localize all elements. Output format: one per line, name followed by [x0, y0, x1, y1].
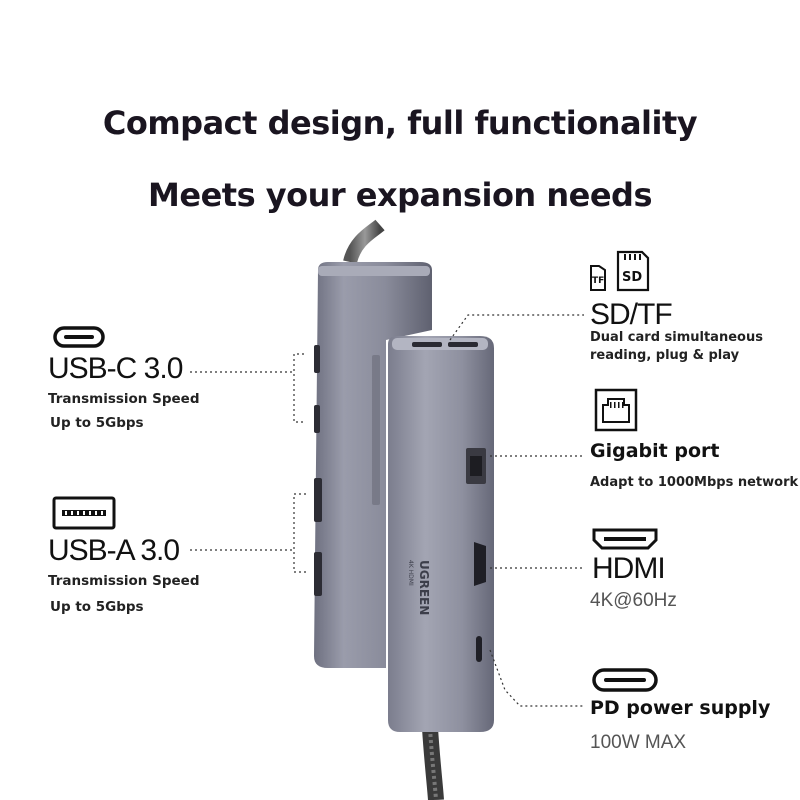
usb-c-speed-value: Up to 5Gbps [50, 415, 144, 431]
leader-lines-left [190, 353, 306, 573]
sd-tf-desc-1: Dual card simultaneous [590, 330, 763, 345]
usb-c-speed-label: Transmission Speed [48, 391, 200, 407]
hdmi-title: HDMI [592, 552, 666, 585]
cable-bottom [422, 727, 444, 800]
hdmi-desc: 4K@60Hz [590, 590, 677, 611]
sd-tf-title: SD/TF [590, 298, 673, 331]
hub-body-front [388, 336, 494, 732]
usb-a-title: USB-A 3.0 [48, 534, 180, 567]
ethernet-desc: Adapt to 1000Mbps network [590, 475, 799, 490]
headline-line-1: Compact design, full functionality [102, 104, 698, 142]
cable-top [343, 219, 385, 265]
ethernet-title: Gigabit port [590, 440, 720, 462]
pd-desc: 100W MAX [590, 732, 687, 753]
pd-usb-c-icon [592, 668, 658, 692]
usb-a-icon [52, 496, 116, 530]
device-model: 4K HDMI [407, 560, 414, 586]
usb-c-title: USB-C 3.0 [48, 352, 183, 385]
sd-label: SD [622, 270, 643, 285]
ethernet-port-icon [594, 388, 638, 432]
usb-a-port-1 [314, 478, 322, 522]
tf-label: TF [592, 276, 605, 286]
sd-tf-card-icon [590, 250, 650, 292]
hdmi-port-icon [592, 528, 658, 550]
usb-a-speed-label: Transmission Speed [48, 573, 200, 589]
hdmi-port [474, 542, 486, 586]
hub-body-back [314, 262, 432, 668]
headline-line-2: Meets your expansion needs [148, 176, 652, 214]
sd-slot [448, 342, 478, 347]
sd-tf-desc-2: reading, plug & play [590, 348, 740, 363]
usb-a-port-2 [314, 552, 322, 596]
device-brand: UGREEN [417, 560, 431, 615]
usb-a-speed-value: Up to 5Gbps [50, 599, 144, 615]
pd-title: PD power supply [590, 697, 771, 719]
usb-c-port-1 [314, 345, 320, 373]
leader-lines-right [449, 314, 584, 707]
usb-c-port-2 [314, 405, 320, 433]
usb-c-icon [53, 326, 105, 348]
tf-slot [412, 342, 442, 347]
pd-usb-c-port [476, 636, 482, 662]
